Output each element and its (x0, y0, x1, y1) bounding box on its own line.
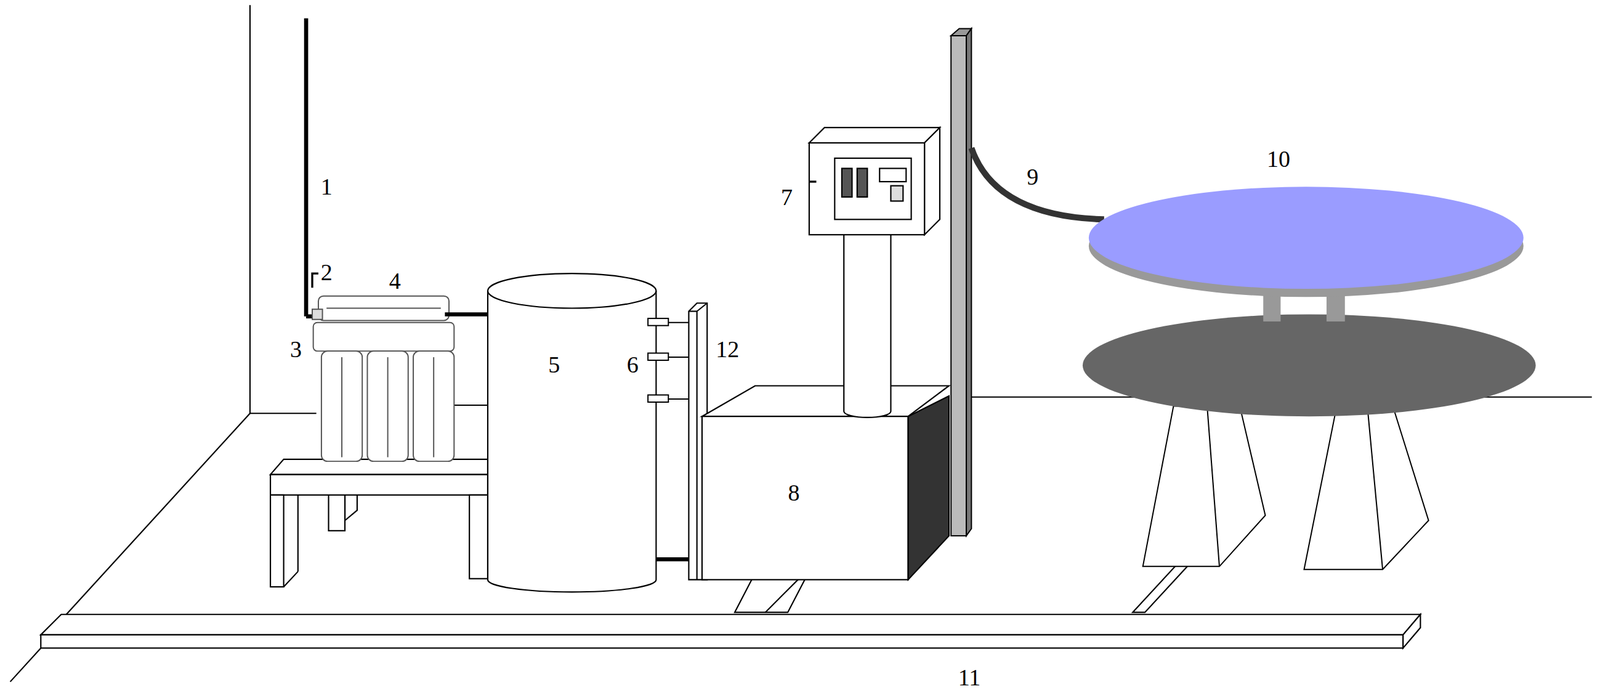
filter-table (270, 459, 488, 587)
control-box-part (809, 127, 940, 143)
room-outline-part (448, 404, 488, 406)
tank-ports-part (668, 356, 690, 358)
rotary-table-part (1304, 406, 1429, 570)
control-box (809, 127, 940, 235)
post (950, 28, 972, 536)
tank-ports-part (647, 318, 669, 326)
rail-part (40, 634, 1403, 649)
control-box-part (890, 185, 903, 202)
post-part (966, 28, 972, 536)
tank-ports-part (668, 322, 690, 324)
filter-unit-part (413, 351, 454, 462)
machine-box-part (908, 395, 950, 580)
rotary-table-part (1143, 406, 1266, 567)
inlet-pipe-part (304, 18, 309, 317)
filter-unit (312, 296, 454, 462)
filter-table-part (270, 495, 284, 587)
rail-part (1132, 559, 1194, 613)
tank-ports (647, 318, 690, 403)
callout-number: 3 (290, 337, 302, 361)
rail-part (40, 614, 1421, 635)
water-tank-part (487, 290, 656, 592)
post-part (950, 35, 967, 536)
water-tank (487, 273, 656, 592)
filter-unit-part (387, 357, 389, 457)
filter-unit-part (312, 309, 323, 320)
column (843, 232, 891, 418)
callout-number: 12 (715, 337, 740, 361)
hose-part (971, 147, 1104, 220)
filter-unit-part (367, 351, 408, 462)
filter-unit-part (326, 307, 441, 310)
control-box-part (879, 168, 906, 182)
room-outline-part (249, 4, 251, 414)
machine-box-part (702, 416, 909, 580)
callout-number: 10 (1266, 147, 1291, 171)
control-box-part (857, 168, 868, 197)
control-box-part (809, 180, 817, 183)
room-outline (10, 4, 1592, 682)
callout-number: 8 (788, 480, 800, 505)
control-box-part (841, 168, 853, 197)
room-outline-part (66, 413, 251, 615)
filter-table-part (270, 474, 488, 496)
control-box-part (834, 158, 911, 220)
inlet-pipe-part (312, 273, 319, 288)
filter-unit-part (432, 357, 435, 457)
tank-ports-part (647, 394, 669, 403)
rotary-table-part (1367, 406, 1383, 570)
water-tank-part (487, 273, 656, 308)
panel-part (697, 303, 708, 312)
filter-unit-part (321, 351, 363, 462)
machine-box-part (702, 385, 950, 417)
column-part (843, 232, 891, 418)
room-outline-part (250, 412, 317, 414)
tank-ports-part (647, 352, 669, 361)
callout-number: 7 (780, 185, 793, 209)
control-box-part (924, 127, 940, 235)
filter-unit-part (313, 322, 455, 352)
inlet-pipe (306, 18, 323, 317)
filter-table-part (469, 495, 488, 579)
callout-number: 4 (389, 269, 401, 293)
filter-table-part (283, 571, 299, 587)
panel-part (696, 311, 698, 580)
rotary-table (1082, 186, 1536, 570)
callout-number: 9 (1026, 165, 1039, 189)
control-box-part (809, 142, 925, 235)
panel-part (688, 310, 697, 312)
rail-part (1402, 614, 1421, 649)
callout-number: 5 (548, 352, 560, 377)
callout-number: 6 (626, 352, 639, 377)
rotary-table-part (1088, 186, 1524, 289)
machine-box (702, 385, 950, 580)
callout-number: 2 (320, 260, 333, 284)
filter-table-part (297, 495, 299, 572)
room-outline-part (10, 647, 42, 682)
filter-unit-part (318, 296, 449, 321)
callout-number: 1 (320, 174, 333, 199)
callout-number: 11 (958, 665, 982, 690)
rotary-table-part (1082, 314, 1536, 417)
filter-unit-part (341, 357, 343, 457)
tank-ports-part (668, 398, 690, 400)
hose (971, 147, 1104, 220)
rotary-table-part (1207, 406, 1220, 567)
connecting-pipe-part (655, 557, 690, 562)
